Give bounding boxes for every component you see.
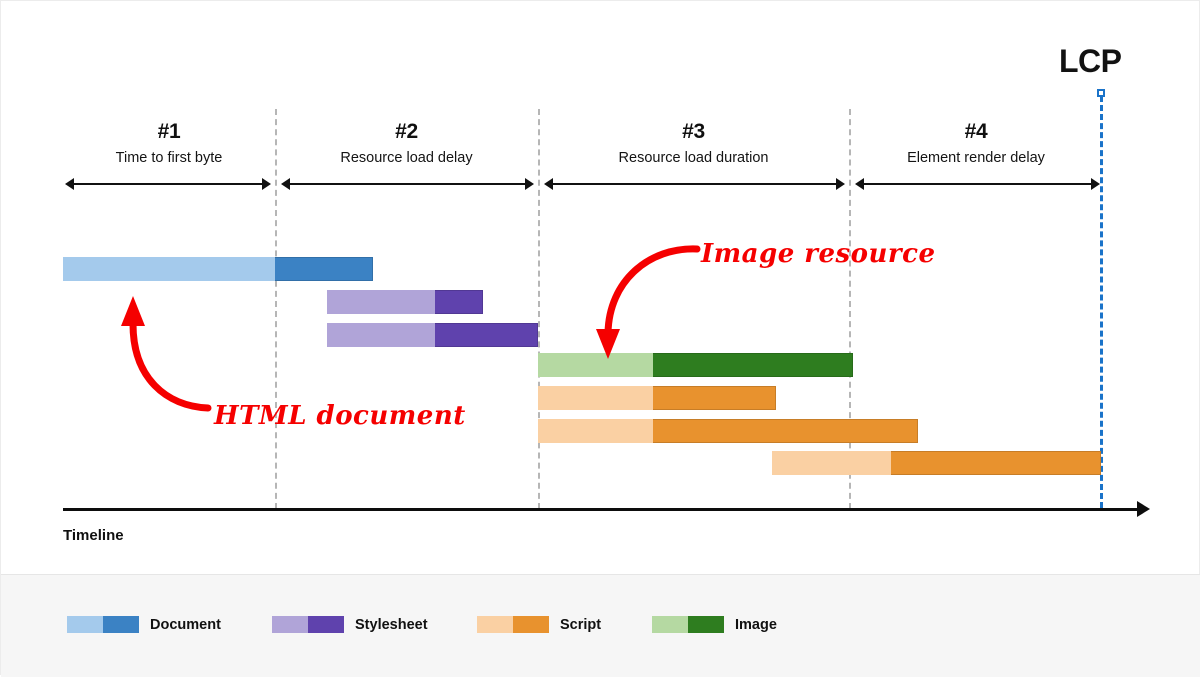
legend: Document Stylesheet Script Image bbox=[67, 616, 777, 633]
phase-1-number: #1 bbox=[157, 120, 181, 143]
timeline-axis bbox=[63, 508, 1139, 511]
waterfall-bar-script-3 bbox=[772, 451, 1101, 475]
legend-swatch-stylesheet bbox=[272, 616, 344, 633]
phase-1: #1 Time to first byte bbox=[63, 119, 275, 191]
waterfall-bar-image bbox=[538, 353, 853, 377]
phase-2-number: #2 bbox=[395, 120, 418, 143]
legend-panel bbox=[1, 574, 1200, 677]
phase-4: #4 Element render delay bbox=[851, 119, 1101, 191]
legend-swatch-image bbox=[652, 616, 724, 633]
phase-1-caption: Time to first byte bbox=[115, 150, 223, 166]
lcp-vertical-line bbox=[1100, 96, 1103, 508]
legend-swatch-document bbox=[67, 616, 139, 633]
phase-1-arrow bbox=[65, 178, 271, 190]
legend-label-script: Script bbox=[560, 616, 602, 633]
html-document-arrow-icon bbox=[121, 296, 212, 412]
lcp-label: LCP bbox=[1059, 43, 1122, 79]
legend-item-stylesheet[interactable]: Stylesheet bbox=[272, 616, 477, 633]
waterfall-bar-stylesheet-1 bbox=[327, 290, 483, 314]
phase-3-arrow bbox=[544, 178, 845, 190]
legend-item-image[interactable]: Image bbox=[652, 616, 777, 633]
legend-label-image: Image bbox=[735, 616, 777, 633]
legend-label-document: Document bbox=[150, 616, 221, 633]
timeline-axis-label: Timeline bbox=[63, 527, 124, 544]
annotation-html-document: HTML document bbox=[214, 401, 466, 431]
phase-3: #3 Resource load duration bbox=[540, 119, 847, 191]
legend-swatch-script bbox=[477, 616, 549, 633]
legend-label-stylesheet: Stylesheet bbox=[355, 616, 428, 633]
phase-2-caption: Resource load delay bbox=[340, 150, 473, 166]
phase-3-number: #3 bbox=[682, 120, 705, 143]
waterfall-bar-script-1 bbox=[538, 386, 776, 410]
legend-item-script[interactable]: Script bbox=[477, 616, 652, 633]
waterfall-bar-script-2 bbox=[538, 419, 918, 443]
phase-4-caption: Element render delay bbox=[907, 150, 1045, 166]
waterfall-bar-document bbox=[63, 257, 373, 281]
phase-4-arrow bbox=[855, 178, 1100, 190]
waterfall-bar-stylesheet-2 bbox=[327, 323, 538, 347]
legend-item-document[interactable]: Document bbox=[67, 616, 272, 633]
phase-divider-2 bbox=[538, 109, 540, 509]
annotation-image-resource: Image resource bbox=[701, 239, 936, 269]
phase-3-caption: Resource load duration bbox=[618, 150, 769, 166]
phase-2: #2 Resource load delay bbox=[277, 119, 536, 191]
phase-2-arrow bbox=[281, 178, 534, 190]
phase-divider-1 bbox=[275, 109, 277, 509]
image-resource-arrow-icon bbox=[596, 245, 701, 359]
phase-divider-3 bbox=[849, 109, 851, 509]
phase-4-number: #4 bbox=[964, 120, 988, 143]
timeline-axis-arrow-icon bbox=[1137, 501, 1150, 517]
